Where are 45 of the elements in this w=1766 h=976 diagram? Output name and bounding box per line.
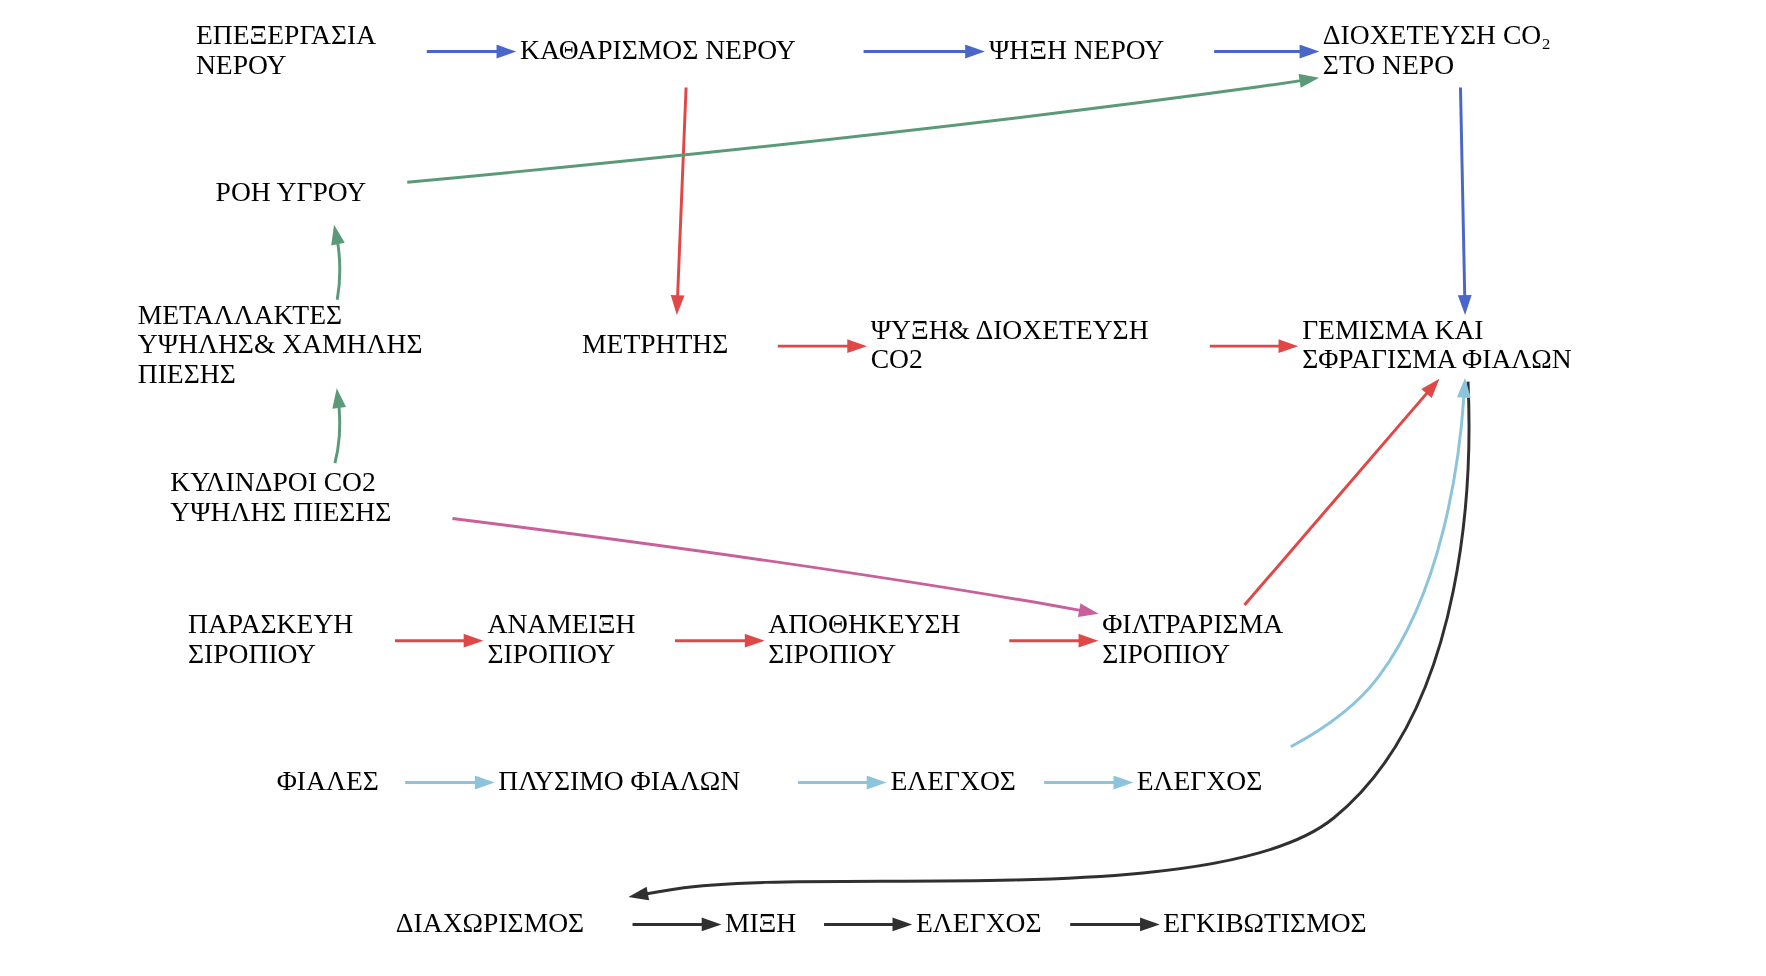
arrow	[863, 44, 985, 59]
node-text: ΜΙΞΗ	[724, 906, 796, 938]
node-text: ΔΙΟΧΕΤΕΥΣΗ CO₂ ΣΤΟ ΝΕΡΟ	[1322, 19, 1551, 80]
arrow	[627, 381, 1470, 901]
node-text: ΜΕΤΡΗΤΗΣ	[581, 328, 728, 360]
node-text: ΠΑΡΑΣΚΕΥΗ ΣΙΡΟΠΙΟΥ	[187, 608, 353, 669]
node-text: ΓΕΜΙΣΜΑ ΚΑΙ ΣΦΡΑΓΙΣΜΑ ΦΙΑΛΩΝ	[1301, 313, 1572, 375]
node-text: ΨΥΞΗ& ΔΙΟΧΕΤΕΥΣΗ CO2	[870, 313, 1149, 375]
node-text: ΨΗΞΗ ΝΕΡΟΥ	[988, 33, 1164, 65]
arrow	[426, 44, 516, 59]
arrow	[674, 633, 765, 648]
arrow	[330, 224, 345, 301]
arrow	[632, 917, 721, 932]
node-text: ΑΠΟΘΗΚΕΥΣΗ ΣΙΡΟΠΙΟΥ	[767, 608, 960, 669]
arrow	[1213, 44, 1319, 59]
arrow	[1209, 339, 1298, 354]
node-text: ΚΑΘΑΡΙΣΜΟΣ ΝΕΡΟΥ	[519, 33, 796, 65]
node-text: ΑΝΑΜΕΙΞΗ ΣΙΡΟΠΙΟΥ	[486, 608, 635, 669]
node-text: ΕΓΚΙΒΩΤΙΣΜΟΣ	[1162, 906, 1367, 938]
arrow	[404, 775, 495, 790]
arrow	[394, 633, 483, 648]
arrow	[670, 87, 688, 315]
node-text: ΕΛΕΓΧΟΣ	[915, 906, 1042, 938]
arrow	[777, 339, 867, 354]
arrow	[1289, 377, 1471, 749]
node-text: ΚΥΛΙΝΔΡΟΙ CO2 ΥΨΗΛΗΣ ΠΙΕΣΗΣ	[169, 466, 391, 527]
arrow	[1043, 775, 1133, 790]
arrow	[1069, 917, 1160, 932]
arrow	[823, 917, 912, 932]
arrow	[1457, 87, 1472, 315]
arrow	[331, 388, 346, 464]
arrow	[406, 74, 1319, 184]
arrow	[797, 775, 886, 790]
node-text: ΕΠΕΞΕΡΓΑΣΙΑ ΝΕΡΟΥ	[195, 19, 376, 80]
node-text: ΔΙΑΧΩΡΙΣΜΟΣ	[395, 906, 584, 938]
node-text: ΡΟΗ ΥΓΡΟΥ	[215, 175, 366, 207]
arrow	[1242, 378, 1439, 606]
arrow	[451, 516, 1099, 617]
node-text: ΦΙΑΛΕΣ	[276, 764, 379, 796]
node-text: ΦΙΛΤΡΑΡΙΣΜΑ ΣΙΡΟΠΙΟΥ	[1101, 608, 1283, 669]
node-text: ΜΕΤΑΛΛΑΚΤΕΣ ΥΨΗΛΗΣ& ΧΑΜΗΛΗΣ ΠΙΕΣΗΣ	[137, 298, 422, 389]
node-text: ΠΛΥΣΙΜΟ ΦΙΑΛΩΝ	[497, 764, 740, 796]
node-text: ΕΛΕΓΧΟΣ	[889, 764, 1016, 796]
arrow	[1008, 633, 1098, 648]
node-text: ΕΛΕΓΧΟΣ	[1136, 764, 1262, 796]
